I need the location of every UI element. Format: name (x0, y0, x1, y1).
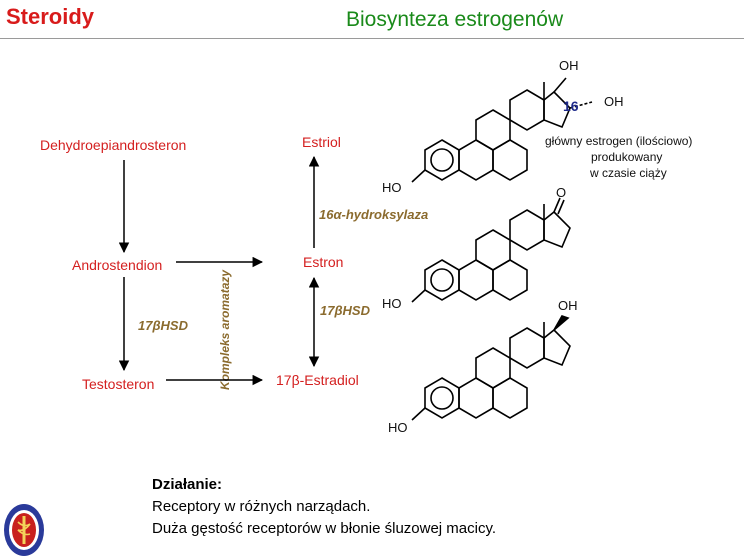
estriol-note-line-2: produkowany (591, 150, 663, 164)
estriol-oh-right-label: OH (604, 94, 624, 109)
estriol-note-line-3: w czasie ciąży (590, 166, 667, 180)
node-androstendion: Androstendion (72, 257, 163, 273)
node-dhea: Dehydroepiandrosteron (40, 137, 187, 153)
enzyme-17bhsd-left: 17βHSD (138, 318, 188, 333)
estradiol-oh-label: OH (558, 298, 578, 313)
university-seal-logo (4, 504, 44, 556)
node-testosteron: Testosteron (82, 376, 155, 392)
action-line-1: Receptory w różnych narządach. (152, 498, 371, 515)
estriol-position-label: 16 (563, 98, 579, 114)
node-estriol: Estriol (302, 134, 341, 150)
estradiol-structure (411, 315, 571, 421)
estriol-ho-label: HO (382, 180, 402, 195)
page-title: Biosynteza estrogenów (346, 8, 564, 31)
section-title: Steroidy (6, 4, 95, 29)
header-divider (0, 38, 744, 39)
estriol-note-line-1: główny estrogen (ilościowo) (545, 134, 693, 148)
action-heading: Działanie: (152, 476, 223, 493)
estriol-oh-top-label: OH (559, 58, 579, 73)
estron-o-label: O (556, 185, 566, 200)
estriol-structure (411, 77, 593, 183)
node-estradiol: 17β-Estradiol (276, 372, 359, 388)
estron-structure (411, 197, 571, 303)
action-line-2: Duża gęstość receptorów w błonie śluzowe… (152, 520, 497, 537)
action-section: Działanie: Receptory w różnych narządach… (152, 474, 496, 540)
enzyme-16a-hydroxylase: 16α-hydroksylaza (319, 207, 429, 222)
node-estron: Estron (303, 254, 344, 270)
enzyme-17bhsd-right: 17βHSD (320, 303, 370, 318)
estradiol-ho-label: HO (388, 420, 408, 435)
estron-ho-label: HO (382, 296, 402, 311)
